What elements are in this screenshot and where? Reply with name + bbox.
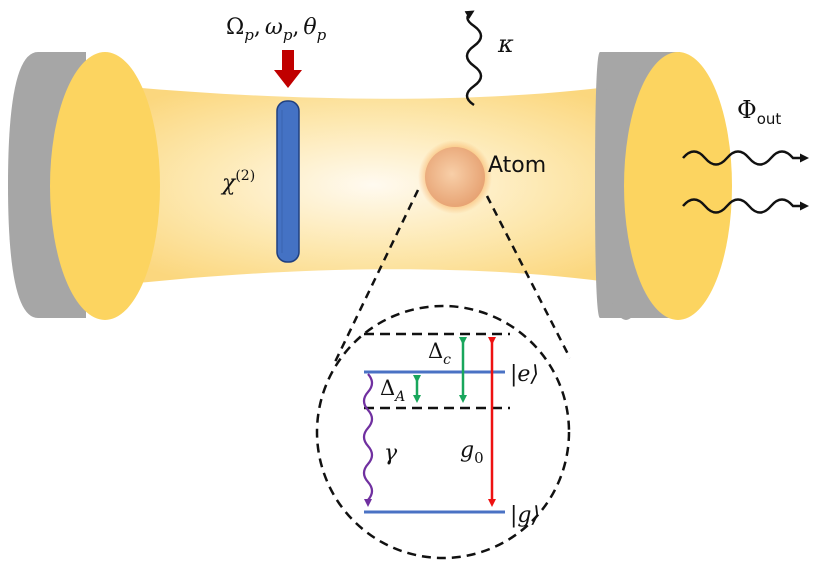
phi-out-label: Φout [737, 96, 781, 128]
right-mirror [595, 52, 732, 320]
atom-label: Atom [488, 153, 546, 178]
output-photons [682, 150, 809, 214]
gamma-decay-wave [362, 373, 374, 507]
chi2-crystal [276, 100, 300, 263]
gamma-label: γ [384, 441, 398, 466]
atom [418, 140, 492, 214]
delta-c-label: Δc [428, 339, 451, 368]
chi2-label: χ(2) [220, 168, 255, 196]
g0-label: g0 [460, 438, 484, 467]
zoom-circle [315, 304, 571, 560]
pump-label: Ωp,ωp,θp [226, 15, 327, 44]
delta-a-label: ΔA [380, 376, 405, 405]
cavity-beam [78, 78, 668, 292]
kappa-decay-wave [464, 10, 483, 107]
kappa-label: κ [497, 30, 514, 58]
ket-e-label: |e⟩ [510, 362, 539, 387]
pump-arrow [274, 50, 302, 88]
ket-g-label: |g⟩ [510, 503, 540, 528]
zoom-lines [333, 189, 572, 363]
left-mirror [8, 52, 160, 320]
